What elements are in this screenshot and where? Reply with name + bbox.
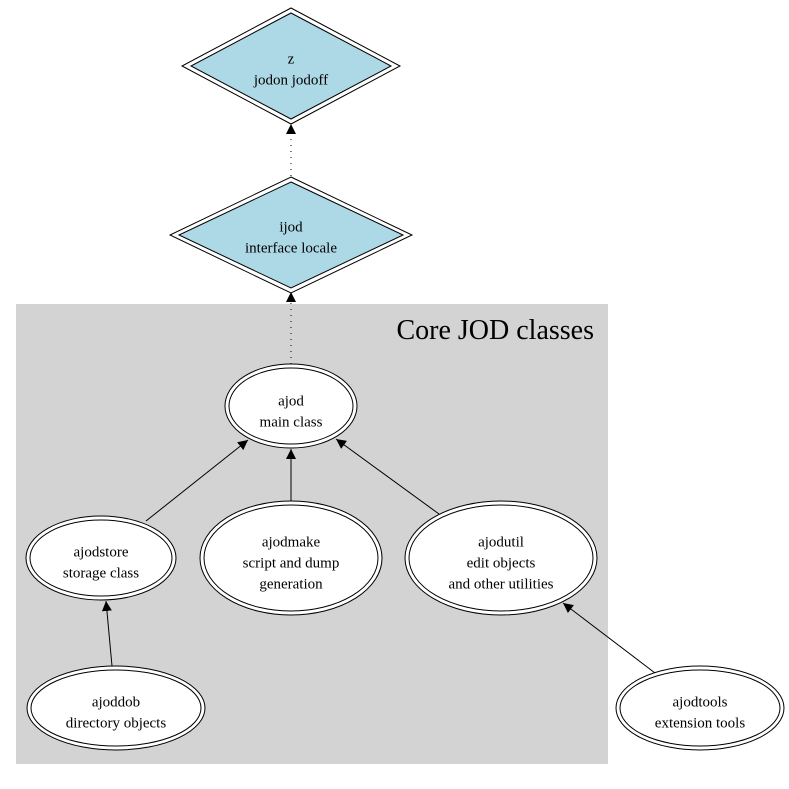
node-label-line: ajodutil <box>478 534 524 550</box>
node-ajodtools[interactable]: ajodtools extension tools <box>615 665 785 751</box>
node-label-line: ajoddob <box>92 694 140 710</box>
diamond-inner <box>189 12 393 120</box>
edge-ajodtools-to-ajodutil <box>562 602 656 674</box>
node-label-line: and other utilities <box>449 576 554 592</box>
node-label-line: edit objects <box>467 555 536 571</box>
ellipse-inner <box>30 669 202 747</box>
node-label-line: ajod <box>278 393 304 409</box>
node-z[interactable]: z jodon jodoff <box>180 7 402 125</box>
ellipse-inner <box>203 504 379 612</box>
edges <box>101 124 656 674</box>
ellipse-inner <box>228 367 354 445</box>
ellipse-outer <box>26 665 206 751</box>
node-label-line: storage class <box>63 565 139 581</box>
node-ajodmake[interactable]: ajodmake script and dump generation <box>199 500 383 616</box>
ellipse-inner <box>619 669 781 747</box>
node-label-line: ijod <box>279 219 303 235</box>
ellipse-inner <box>408 504 594 612</box>
node-ajoddob[interactable]: ajoddob directory objects <box>26 665 206 751</box>
ellipse-outer <box>224 363 358 449</box>
node-label-line: interface locale <box>245 240 337 256</box>
node-label-line: ajodtools <box>673 694 728 710</box>
edge-ajoddob-to-ajodstore <box>101 600 113 667</box>
ellipse-outer <box>615 665 785 751</box>
node-label-line: jodon jodoff <box>253 72 328 88</box>
diamond-inner <box>177 181 405 289</box>
node-ajodstore[interactable]: ajodstore storage class <box>25 515 177 601</box>
node-label-line: generation <box>259 576 323 592</box>
node-ajodutil[interactable]: ajodutil edit objects and other utilities <box>404 500 598 616</box>
node-ajod[interactable]: ajod main class <box>224 363 358 449</box>
node-label-line: ajodstore <box>74 544 129 560</box>
ellipse-outer <box>25 515 177 601</box>
node-label-line: z <box>288 51 295 67</box>
node-label-line: directory objects <box>66 715 167 731</box>
ellipse-outer <box>199 500 383 616</box>
node-label-line: extension tools <box>655 715 746 731</box>
edge-ajodutil-to-ajod <box>335 438 440 515</box>
edge-ajodstore-to-ajod <box>145 439 249 522</box>
ellipse-outer <box>404 500 598 616</box>
node-label-line: ajodmake <box>262 534 321 550</box>
ellipse-inner <box>29 519 173 597</box>
cluster-title: Core JOD classes <box>396 315 594 346</box>
node-label-line: script and dump <box>243 555 340 571</box>
node-label-line: main class <box>260 414 323 430</box>
node-ijod[interactable]: ijod interface locale <box>168 176 414 294</box>
